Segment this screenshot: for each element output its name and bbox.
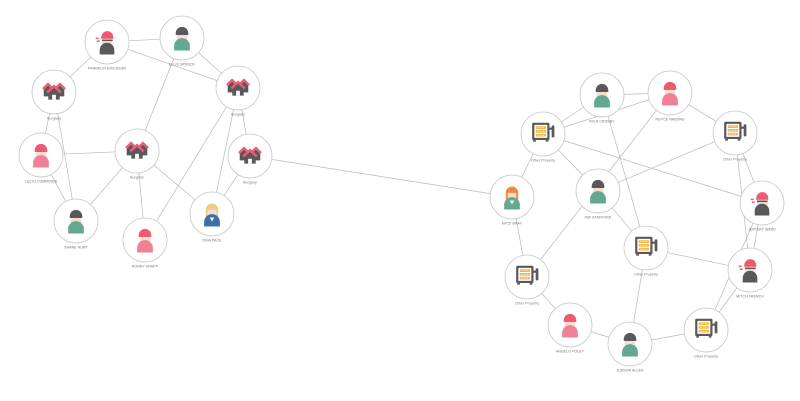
graph-edge [69,56,92,78]
graph-edge [688,104,717,122]
node-label: MITCH FRENCH [736,295,764,299]
graph-node[interactable]: Burglary [227,133,273,185]
graph-node[interactable]: Other Property [504,254,550,306]
graph-edge [515,218,524,256]
graph-edge [127,48,218,82]
node-label: JUDSON ALLEN [616,369,644,373]
node-label: MITZI BRAY [502,222,523,226]
graph-node[interactable]: Burglary [215,65,261,117]
node-label: Other Property [634,273,658,277]
graph-node[interactable]: MITCH FRENCH [727,247,773,299]
graph-edge [153,164,196,201]
orange-hair-green-icon [504,186,520,210]
graph-edge [667,252,729,266]
graph-edge [563,140,742,197]
node-label: Burglary [231,113,245,117]
graph-node[interactable]: MITZI BRAY [489,174,535,226]
graph-node[interactable]: LUCIO CUMMINGS [18,132,64,184]
graph-edge [541,293,556,309]
graph-edge [241,109,247,135]
node-label: Other Property [531,159,555,163]
graph-edge [561,106,584,123]
graph-edge [558,149,583,176]
node-label: JEFFERY WARD [748,228,776,232]
graph-edge [156,106,227,222]
graph-node[interactable]: FRANKLIN ERICSSON [84,19,130,71]
node-label: Burglary [130,176,144,180]
node-label: RONNY KNAPP [132,265,159,269]
graph-node[interactable]: JEFFERY WARD [739,180,785,232]
node-label: Burglary [243,181,257,185]
node-label: Other Property [723,158,747,162]
graph-edge [651,333,685,341]
graph-edge [742,153,755,183]
graph-node[interactable]: ELLIS SPENCE [159,15,205,67]
graph-edge [618,141,715,183]
node-label: DINA PACE [202,239,222,243]
graph-node[interactable]: ROYCE NABORS [647,70,693,122]
graph-edge [90,167,123,205]
node-label: ELLIS SPENCE [169,63,196,67]
node-label: PAT STAFFORD [585,216,612,220]
blonde-blue-icon [204,203,220,227]
graph-node[interactable]: Burglary [31,69,77,121]
graph-edge [623,93,649,95]
node-label: ANGELO FOLEY [556,350,585,354]
graph-node[interactable]: RONNY KNAPP [122,217,168,269]
edge-layer [45,38,759,341]
node-label: LUCIO CUMMINGS [25,180,58,184]
graph-node[interactable]: Other Property [683,307,729,359]
graph-edge [521,153,534,178]
graph-edge [633,269,643,323]
graph-node[interactable]: PAT STAFFORD [575,168,621,220]
node-label: ROYCE NABORS [655,118,685,122]
node-label: RICH CROSBY [589,120,615,124]
graph-edge [607,116,641,227]
graph-edge [753,224,759,249]
graph-edge [62,151,116,155]
node-label: Other Property [515,302,539,306]
node-label: FRANKLIN ERICSSON [88,67,126,71]
graph-node[interactable]: Other Property [623,225,669,277]
graph-edge [50,174,67,202]
graph-edge [590,331,610,338]
graph-edge [144,58,175,131]
graph-node[interactable]: Burglary [114,128,160,180]
graph-node[interactable]: RICH CROSBY [579,72,625,124]
graph-node[interactable]: SHANE HUNT [53,198,99,250]
graph-node[interactable]: JUDSON ALLEN [607,321,653,373]
graph-edge [138,172,144,219]
node-label: SHANE HUNT [64,246,88,250]
graph-node[interactable]: Other Property [520,111,566,163]
graph-edge [57,113,73,200]
graph-edge [45,113,50,134]
node-label: Other Property [694,355,718,359]
node-label: Burglary [47,117,61,121]
graph-node[interactable]: ANGELO FOLEY [547,302,593,354]
graph-node[interactable]: Other Property [712,110,758,162]
graph-node[interactable]: DINA PACE [189,191,235,243]
graph-edge [216,109,234,193]
graph-edge [223,174,239,196]
graph-edge [718,287,738,313]
graph-edge [128,38,161,42]
graph-edge [611,207,633,232]
graph-edge [271,159,491,194]
graph-edge [198,52,222,74]
